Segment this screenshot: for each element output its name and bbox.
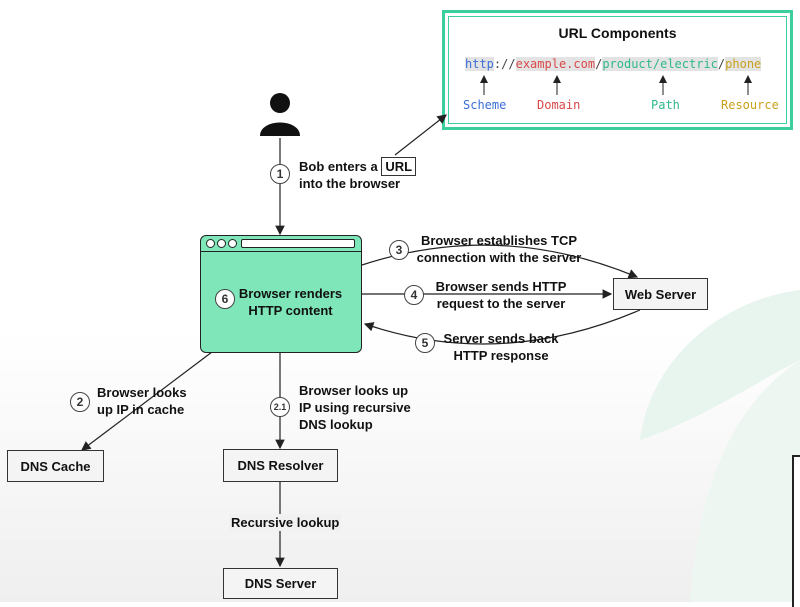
step-1-badge: 1 [270,164,290,184]
step-3-badge: 3 [389,240,409,260]
step-2-badge: 2 [70,392,90,412]
step-6-line1: Browser renders [238,286,343,301]
url-components-panel: URL Components http://example.com/produc… [442,10,793,130]
step-3-line1: Browser establishes TCP [420,233,578,248]
step-1-label: Bob enters a URL into the browser [299,157,417,192]
url-components-title: URL Components [558,25,677,41]
step-4-line2: request to the server [436,296,566,311]
url-word-box: URL [381,157,417,176]
url-domain: example.com [515,57,596,71]
web-server-box: Web Server [613,278,708,310]
step-2-label: Browser looks up IP in cache [97,384,187,418]
dns-cache-box: DNS Cache [7,450,104,482]
label-domain: Domain [537,98,581,112]
recursive-lookup-label: Recursive lookup [229,514,342,531]
step-1-text-a: Bob enters a [299,159,378,174]
browser-dot-icon [217,239,226,248]
browser-address-bar [241,239,355,248]
step-3-label: Browser establishes TCP connection with … [413,232,585,266]
step-6-label: Browser renders HTTP content [238,285,343,319]
offscreen-panel-edge [792,455,800,607]
label-path: Path [651,98,680,112]
step-2-1-badge: 2.1 [270,397,290,417]
step-5-line1: Server sends back [443,331,559,346]
dns-resolver-box: DNS Resolver [223,449,338,482]
dns-server-box: DNS Server [223,568,338,599]
browser-dot-icon [228,239,237,248]
step-6-badge: 6 [215,289,235,309]
step-2-line1: Browser looks [97,385,187,400]
url-sep: :// [493,57,516,71]
step-5-line2: HTTP response [453,348,549,363]
step-4-badge: 4 [404,285,424,305]
step-5-badge: 5 [415,333,435,353]
url-sep: / [595,57,603,71]
step-6-line2: HTTP content [248,303,333,318]
step-4-line1: Browser sends HTTP [435,279,567,294]
step-2-1-line1: Browser looks up [299,383,409,398]
step-2-1-line2: IP using recursive [299,400,411,415]
browser-dot-icon [206,239,215,248]
browser-titlebar [201,236,361,252]
step-2-1-line3: DNS lookup [299,417,373,432]
url-resource: phone [725,57,762,71]
step-3-line2: connection with the server [416,250,582,265]
step-5-label: Server sends back HTTP response [440,330,562,364]
step-2-line2: up IP in cache [97,402,185,417]
label-resource: Resource [721,98,779,112]
url-scheme: http [465,57,494,71]
url-path: product/electric [602,57,718,71]
step-1-text-b: into the browser [299,176,401,191]
step-2-1-label: Browser looks up IP using recursive DNS … [299,382,411,433]
step-4-label: Browser sends HTTP request to the server [430,278,572,312]
label-scheme: Scheme [463,98,507,112]
url-example: http://example.com/product/electric/phon… [465,57,762,71]
user-icon [260,93,300,136]
url-sep: / [717,57,726,71]
